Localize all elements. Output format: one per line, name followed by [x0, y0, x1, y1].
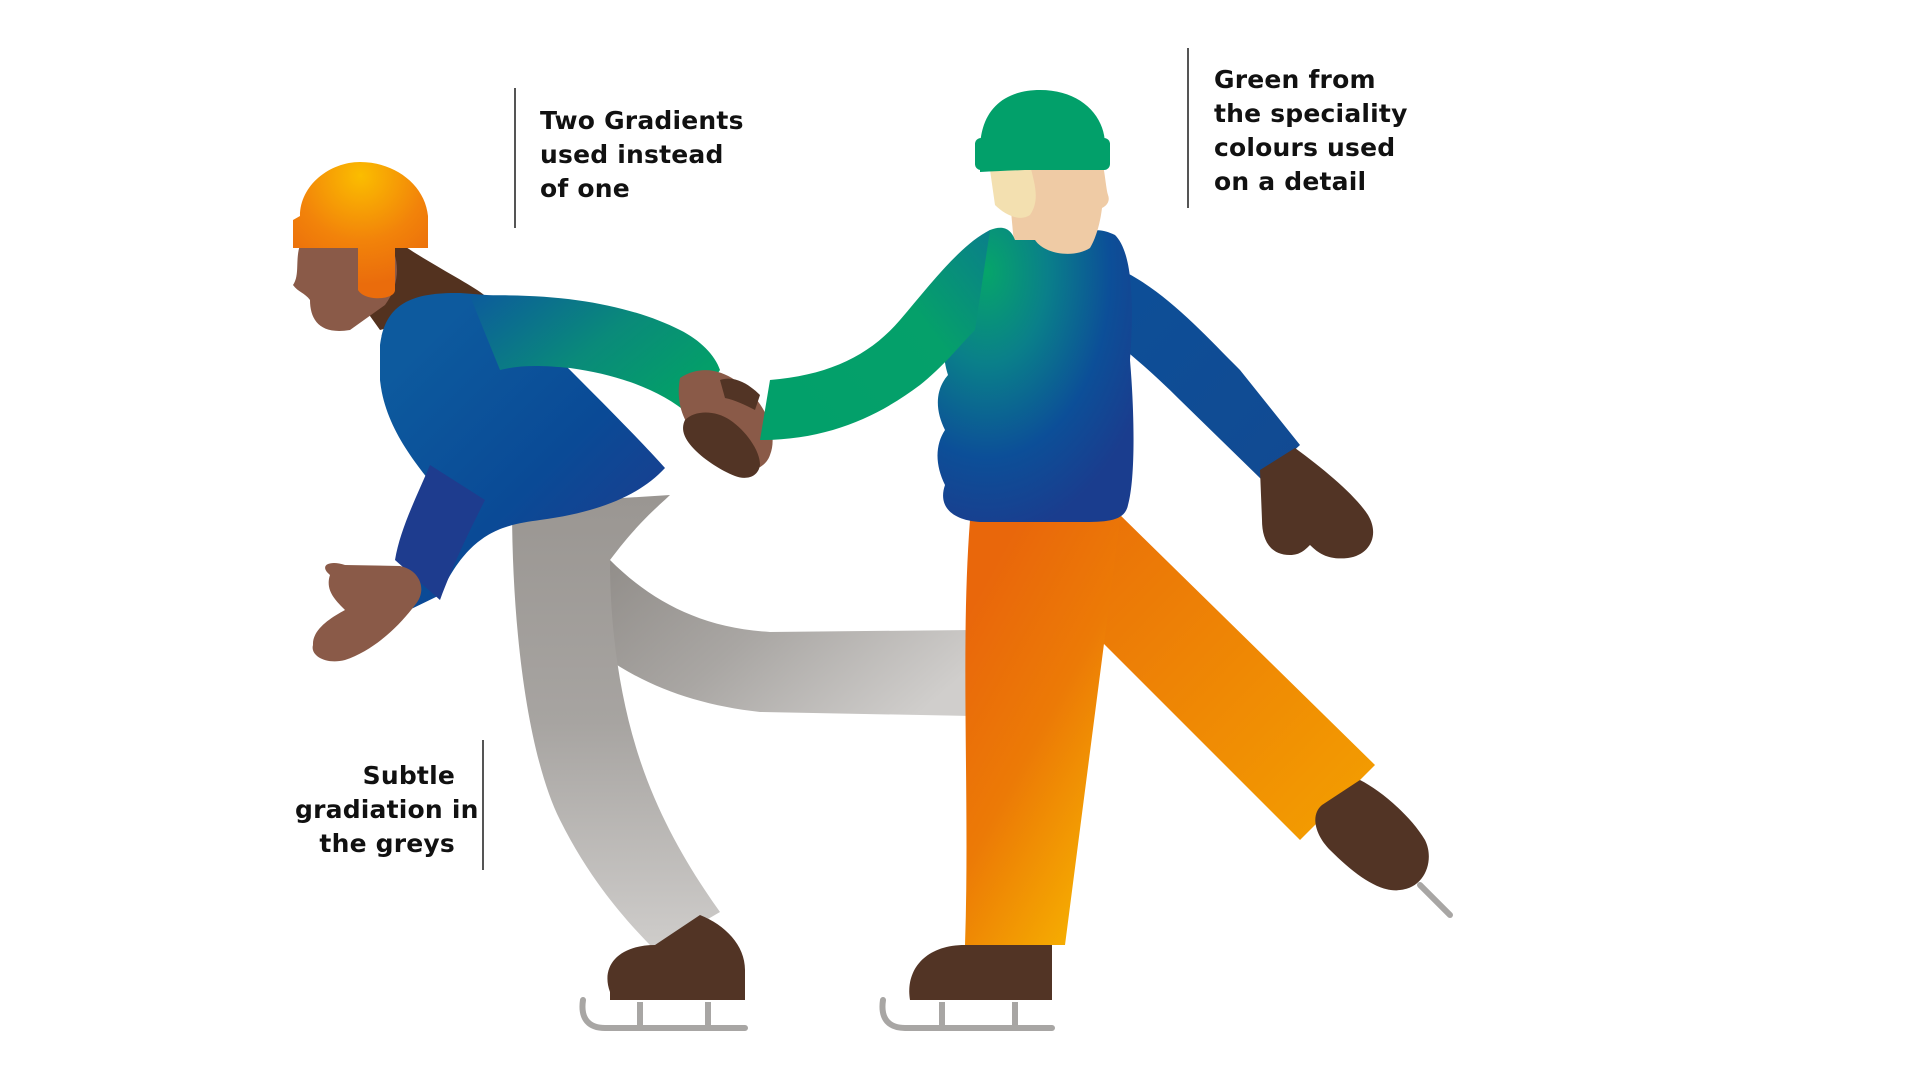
female-back-leg	[520, 560, 972, 716]
male-reaching-arm	[760, 230, 990, 440]
annotation-green-detail: Green from the speciality colours used o…	[1187, 48, 1408, 208]
male-right-arm	[1100, 265, 1300, 480]
male-extended-skate	[1315, 780, 1429, 891]
annotation-line: colours used	[1214, 133, 1396, 162]
male-skater	[683, 90, 1453, 1031]
male-jacket	[937, 227, 1134, 523]
female-standing-leg	[512, 495, 720, 950]
annotation-rule	[1187, 48, 1189, 208]
female-helmet	[293, 162, 428, 299]
annotation-rule	[482, 740, 484, 870]
male-clasped-mitten	[683, 412, 760, 478]
male-hair	[990, 165, 1036, 218]
annotation-line: Subtle	[362, 761, 455, 790]
female-skater	[293, 162, 972, 1031]
annotation-line: used instead	[540, 140, 724, 169]
annotation-line: of one	[540, 174, 630, 203]
male-standing-leg	[965, 520, 1120, 945]
annotation-grey-gradiation: Subtle gradiation in the greys	[295, 740, 484, 870]
male-extended-leg	[1050, 505, 1375, 840]
annotation-line: gradiation in	[295, 795, 479, 824]
annotation-rule	[514, 88, 516, 228]
annotation-line: on a detail	[1214, 167, 1367, 196]
annotation-two-gradients: Two Gradients used instead of one	[514, 88, 744, 228]
male-beanie-band	[975, 138, 1110, 170]
annotation-line: Two Gradients	[540, 106, 744, 135]
male-extended-blade	[1417, 882, 1453, 918]
female-front-arm	[395, 465, 485, 600]
male-standing-skate	[909, 945, 1052, 1000]
annotation-line: the speciality	[1214, 99, 1408, 128]
female-front-mitten	[312, 563, 422, 662]
female-skate-boot	[607, 915, 745, 1000]
annotation-line: Green from	[1214, 65, 1376, 94]
female-skate-blade	[579, 997, 748, 1031]
annotation-line: the greys	[319, 829, 455, 858]
male-right-mitten	[1260, 448, 1374, 559]
female-reaching-arm	[470, 295, 720, 415]
male-standing-blade	[879, 997, 1055, 1031]
